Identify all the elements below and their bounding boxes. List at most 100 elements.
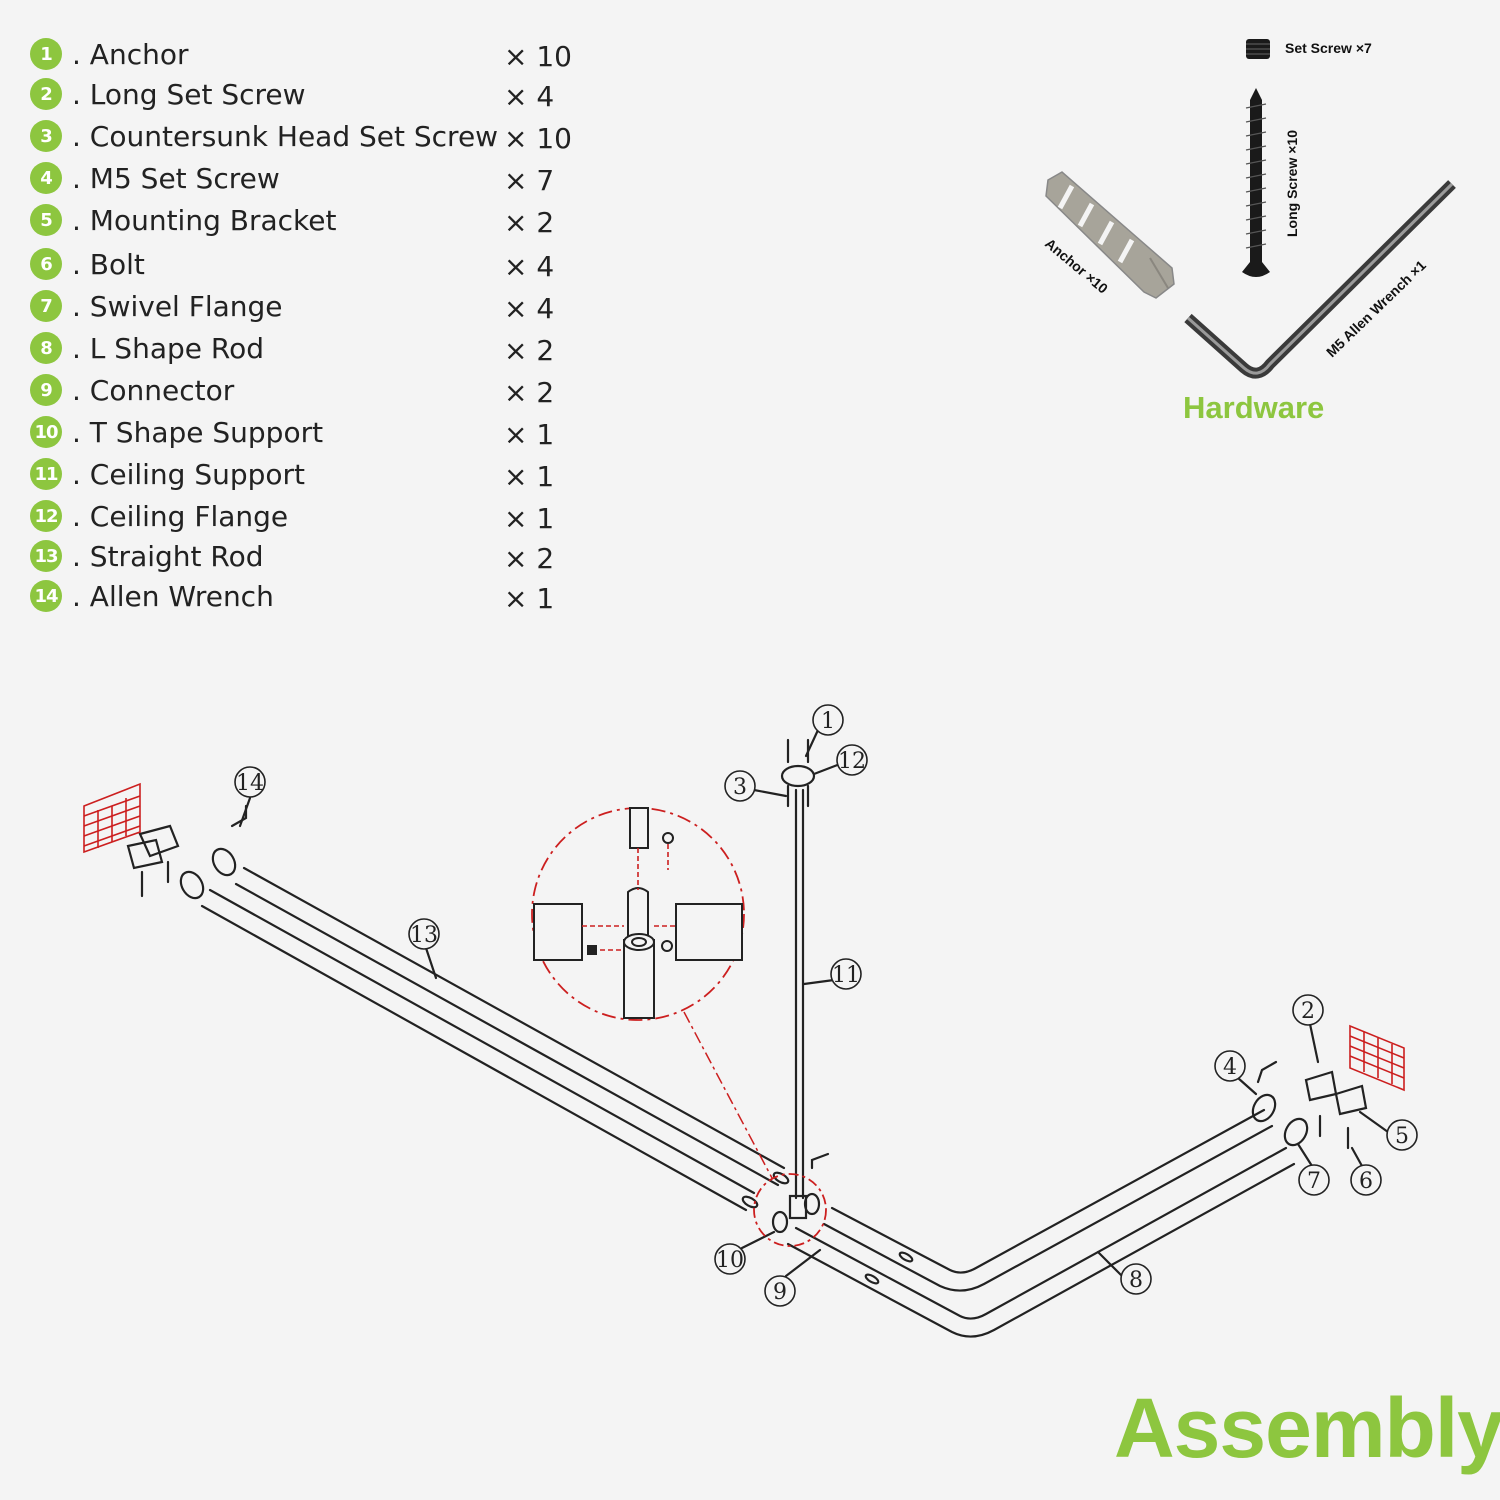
part-name: . M5 Set Screw — [72, 162, 280, 195]
part-quantity: × 10 — [504, 122, 572, 155]
callout-5: 5 — [1386, 1119, 1418, 1151]
part-number-badge: 13 — [30, 540, 62, 572]
part-number-badge: 7 — [30, 290, 62, 322]
callout-label: 4 — [1223, 1055, 1237, 1080]
part-name: . Long Set Screw — [72, 78, 306, 111]
part-name: . Swivel Flange — [72, 290, 283, 323]
callout-14: 14 — [234, 766, 266, 798]
callout-7: 7 — [1298, 1164, 1330, 1196]
part-row: 3 . Countersunk Head Set Screw× 10 — [30, 116, 590, 156]
allen-wrench-center — [810, 1152, 830, 1170]
part-quantity: × 1 — [504, 460, 555, 493]
ceiling-support — [794, 788, 805, 1200]
callout-label: 1 — [821, 709, 835, 734]
callout-label: 8 — [1129, 1268, 1143, 1293]
part-row: 9. Connector× 2 — [30, 370, 590, 410]
part-quantity: × 2 — [504, 376, 555, 409]
callout-label: 2 — [1301, 999, 1315, 1024]
part-number-badge: 8 — [30, 332, 62, 364]
part-number-badge: 1 — [30, 38, 62, 70]
detail-magnifier — [531, 807, 827, 1247]
part-name: . Countersunk Head Set Screw — [72, 120, 499, 153]
part-quantity: × 4 — [504, 80, 555, 113]
callout-label: 5 — [1395, 1124, 1409, 1149]
callout-9: 9 — [764, 1275, 796, 1307]
l-shape-rod-lower — [786, 1146, 1296, 1338]
part-row: 14 . Allen Wrench × 1 — [30, 576, 590, 616]
part-quantity: × 1 — [504, 418, 555, 451]
hardware-title: Hardware — [1183, 390, 1325, 425]
part-number-badge: 10 — [30, 416, 62, 448]
part-row: 11 . Ceiling Support × 1 — [30, 454, 590, 494]
callout-6: 6 — [1350, 1164, 1382, 1196]
part-row: 5 . Mounting Bracket × 2 — [30, 200, 590, 240]
callout-4: 4 — [1214, 1050, 1246, 1082]
l-shape-rod-upper — [822, 1108, 1274, 1292]
part-name: . T Shape Support — [72, 416, 324, 449]
part-name: . Connector — [72, 374, 235, 407]
part-quantity: × 2 — [504, 206, 555, 239]
callout-1: 1 — [812, 704, 844, 736]
part-quantity: × 1 — [504, 582, 555, 615]
part-number-badge: 6 — [30, 248, 62, 280]
part-number-badge: 11 — [30, 458, 62, 490]
part-row: 1 . Anchor × 10 — [30, 34, 590, 74]
part-quantity: × 4 — [504, 250, 555, 283]
part-name: . L Shape Rod — [72, 332, 264, 365]
part-row: 6 . Bolt × 4 — [30, 244, 590, 284]
part-name: . Mounting Bracket — [72, 204, 337, 237]
part-row: 12 . Ceiling Flange × 1 — [30, 496, 590, 536]
part-number-badge: 3 — [30, 120, 62, 152]
callout-10: 10 — [714, 1243, 746, 1275]
left-flanges — [126, 824, 237, 900]
callout-11: 11 — [830, 958, 862, 990]
part-quantity: × 4 — [504, 292, 555, 325]
callout-label: 11 — [832, 963, 860, 988]
part-number-badge: 5 — [30, 204, 62, 236]
callout-label: 12 — [838, 749, 866, 774]
callout-13: 13 — [408, 918, 440, 950]
part-number-badge: 12 — [30, 500, 62, 532]
part-quantity: × 7 — [504, 164, 555, 197]
part-row: 7 . Swivel Flange × 4 — [30, 286, 590, 326]
callout-label: 13 — [410, 923, 438, 948]
straight-rod-upper — [234, 866, 786, 1187]
part-quantity: × 2 — [504, 542, 555, 575]
part-number-badge: 14 — [30, 580, 62, 612]
part-name: . Anchor — [72, 38, 189, 71]
straight-rod-lower — [200, 888, 756, 1212]
part-name: . Bolt — [72, 248, 145, 281]
right-flanges — [1251, 1070, 1368, 1150]
part-number-badge: 4 — [30, 162, 62, 194]
callout-label: 9 — [773, 1280, 787, 1305]
callout-label: 10 — [716, 1248, 744, 1273]
t-shape-support — [771, 1192, 821, 1234]
callout-3: 3 — [724, 770, 756, 802]
part-name: . Ceiling Flange — [72, 500, 289, 533]
part-quantity: × 2 — [504, 334, 555, 367]
part-number-badge: 2 — [30, 78, 62, 110]
callout-12: 12 — [836, 744, 868, 776]
ceiling-flange — [780, 764, 816, 788]
brick-wall-left — [83, 782, 141, 854]
part-row: 8 . L Shape Rod × 2 — [30, 328, 590, 368]
callout-label: 7 — [1307, 1169, 1321, 1194]
part-row: 4 . M5 Set Screw × 7 — [30, 158, 590, 198]
part-quantity: × 10 — [504, 40, 572, 73]
part-name: . Ceiling Support — [72, 458, 306, 491]
callout-8: 8 — [1120, 1263, 1152, 1295]
callout-label: 14 — [236, 771, 264, 796]
brick-wall-right — [1349, 1024, 1405, 1092]
part-row: 10 . T Shape Support × 1 — [30, 412, 590, 452]
part-name: . Straight Rod — [72, 540, 264, 573]
part-quantity: × 1 — [504, 502, 555, 535]
allen-wrench-right — [1256, 1060, 1278, 1084]
part-row: 2 . Long Set Screw × 4 — [30, 74, 590, 114]
callout-label: 3 — [733, 775, 747, 800]
part-name: . Allen Wrench — [72, 580, 274, 613]
part-row: 13 . Straight Rod × 2 — [30, 536, 590, 576]
callout-label: 6 — [1359, 1169, 1373, 1194]
callout-2: 2 — [1292, 994, 1324, 1026]
